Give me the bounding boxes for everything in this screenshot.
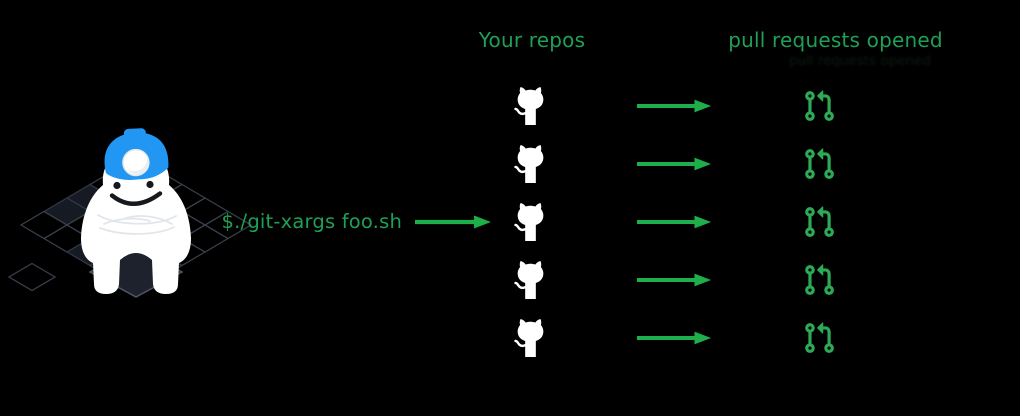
right-arrow-icon (636, 97, 712, 115)
github-octocat-icon (513, 202, 548, 242)
right-arrow-icon (636, 329, 712, 347)
repo-item (513, 202, 548, 242)
yeti-body (81, 128, 191, 294)
right-arrow-icon (636, 155, 712, 173)
git-pull-request-icon (802, 260, 836, 300)
repo-item (513, 318, 548, 358)
github-octocat-icon (513, 260, 548, 300)
repos-column-header: Your repos (478, 28, 586, 52)
flow-arrows-column (636, 86, 712, 358)
repos-column (513, 86, 548, 358)
pull-request-item (802, 144, 836, 184)
flow-row (636, 202, 712, 242)
miner-helmet (104, 128, 169, 180)
pull-requests-column (802, 86, 836, 358)
flow-row (636, 260, 712, 300)
smile (109, 191, 163, 206)
pull-request-item (802, 260, 836, 300)
pull-request-item (802, 86, 836, 126)
yeti-mascot-scene (8, 128, 252, 298)
right-arrow-icon (636, 271, 712, 289)
crossed-arms (97, 214, 177, 235)
git-pull-request-icon (802, 318, 836, 358)
repo-item (513, 260, 548, 300)
pull-request-item (802, 318, 836, 358)
git-pull-request-icon (802, 202, 836, 242)
github-octocat-icon (513, 86, 548, 126)
terminal-command: $./git-xargs foo.sh (221, 210, 402, 233)
repo-item (513, 86, 548, 126)
gif-frame-ghost-artifact: pull requests opened (788, 53, 932, 69)
repo-item (513, 144, 548, 184)
flow-row (636, 86, 712, 126)
right-eye (146, 180, 154, 189)
git-pull-request-icon (802, 86, 836, 126)
pull-requests-column-header: pull requests opened (728, 28, 943, 52)
github-octocat-icon (513, 144, 548, 184)
flow-row (636, 318, 712, 358)
left-eye (113, 181, 121, 190)
git-pull-request-icon (802, 144, 836, 184)
github-octocat-icon (513, 318, 548, 358)
right-arrow-icon (636, 213, 712, 231)
command-arrow-icon (414, 213, 492, 231)
flow-row (636, 144, 712, 184)
pull-request-item (802, 202, 836, 242)
